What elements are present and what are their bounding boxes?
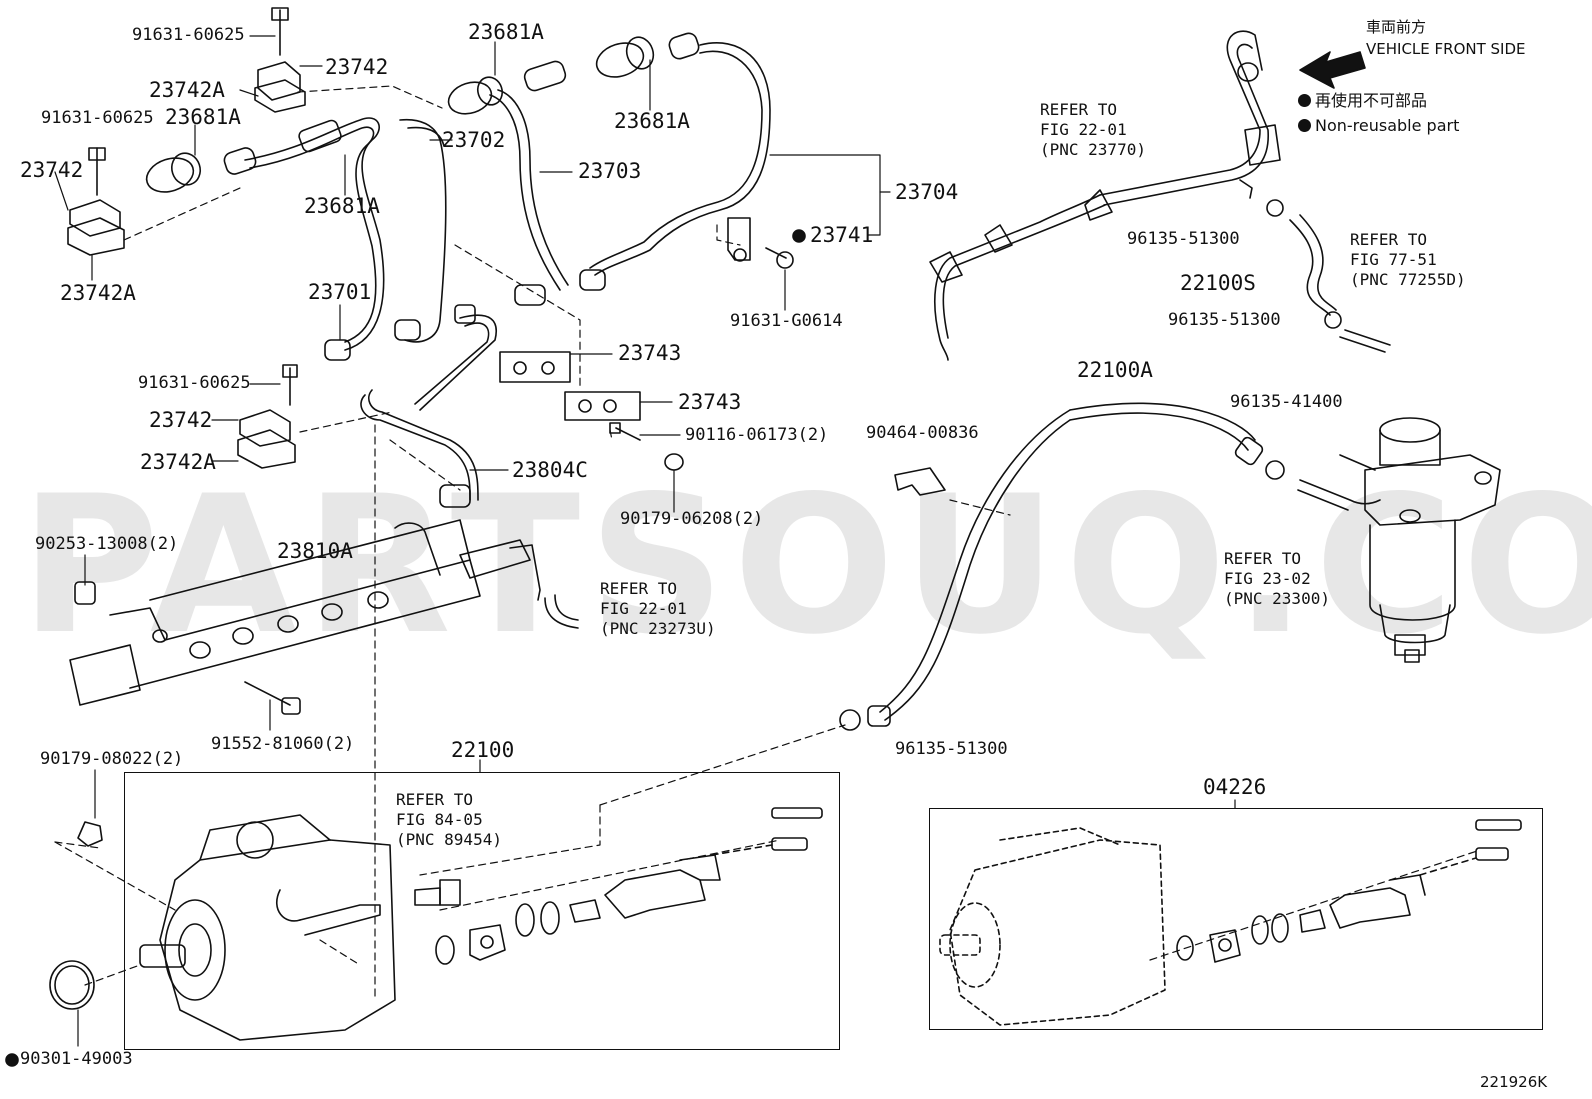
legend: 再使用不可部品 Non-reusable part [1298, 88, 1459, 138]
refer-to-line: REFER TO [1350, 230, 1428, 249]
part-label[interactable]: 23743 [678, 390, 742, 414]
part-label[interactable]: 23704 [895, 180, 959, 204]
injection-pipes [145, 32, 771, 361]
refer-to-fig: FIG 84-05 [396, 810, 483, 829]
refer-to-pnc: (PNC 89454) [396, 830, 502, 849]
refer-to-fig: FIG 77-51 [1350, 250, 1437, 269]
refer-to-line: REFER TO [396, 790, 474, 809]
part-label[interactable]: 96135-51300 [1168, 310, 1281, 330]
part-label[interactable]: 91631-G0614 [730, 311, 843, 331]
refer-to-fig-22-01-b[interactable]: REFER TO FIG 22-01 (PNC 23273U) [600, 579, 716, 639]
part-label[interactable]: 23742A [140, 450, 216, 474]
refer-to-pnc: (PNC 77255D) [1350, 270, 1466, 289]
vehicle-front-jp: 車両前方 [1366, 18, 1427, 36]
part-label[interactable]: 91631-60625 [132, 25, 245, 45]
part-label[interactable]: 90179-08022(2) [40, 749, 184, 769]
part-label[interactable]: 23810A [277, 539, 353, 563]
figure-id: 221926K [1480, 1073, 1548, 1091]
leader-lines [54, 35, 1236, 1047]
non-reusable-dots [5, 229, 806, 1067]
part-label[interactable]: 23742 [149, 408, 213, 432]
fuel-filter [1297, 417, 1501, 663]
part-label[interactable]: 91631-60625 [41, 108, 154, 128]
bullet-icon [1298, 94, 1311, 107]
direction-arrow [1299, 51, 1366, 89]
part-label[interactable]: 96135-41400 [1230, 392, 1343, 412]
group-box-04226 [929, 808, 1543, 1030]
refer-to-fig: FIG 23-02 [1224, 569, 1311, 588]
dashed-lines [54, 85, 1481, 1001]
refer-to-fig-84-05[interactable]: REFER TO FIG 84-05 (PNC 89454) [396, 790, 502, 850]
part-label[interactable]: 23742A [60, 281, 136, 305]
part-label[interactable]: 90116-06173(2) [685, 425, 829, 445]
bullet-icon [1298, 119, 1311, 132]
legend-item: Non-reusable part [1298, 113, 1459, 138]
group-box-22100 [124, 772, 840, 1050]
part-label[interactable]: 23742 [20, 158, 84, 182]
part-label[interactable]: 23742 [325, 55, 389, 79]
part-label[interactable]: 90464-00836 [866, 423, 979, 443]
part-label[interactable]: 90253-13008(2) [35, 534, 179, 554]
part-label[interactable]: 23681A [468, 20, 544, 44]
part-label[interactable]: 22100A [1077, 358, 1153, 382]
part-label[interactable]: 90301-49003 [20, 1049, 133, 1069]
refer-to-pnc: (PNC 23300) [1224, 589, 1330, 608]
fuel-lines [839, 30, 1391, 731]
part-label[interactable]: 23701 [308, 280, 372, 304]
part-label[interactable]: 23742A [149, 78, 225, 102]
part-label[interactable]: 96135-51300 [1127, 229, 1240, 249]
seal-rings [49, 821, 103, 1010]
part-label[interactable]: 22100 [451, 738, 515, 762]
refer-to-pnc: (PNC 23770) [1040, 140, 1146, 159]
part-label[interactable]: 23741 [810, 223, 874, 247]
part-label[interactable]: 90179-06208(2) [620, 509, 764, 529]
refer-to-fig: FIG 22-01 [1040, 120, 1127, 139]
refer-to-line: REFER TO [1224, 549, 1302, 568]
refer-to-pnc: (PNC 23273U) [600, 619, 716, 638]
refer-to-fig-23-02[interactable]: REFER TO FIG 23-02 (PNC 23300) [1224, 549, 1330, 609]
part-label[interactable]: 23681A [165, 105, 241, 129]
part-label[interactable]: 23804C [512, 458, 588, 482]
refer-to-line: REFER TO [600, 579, 678, 598]
legend-text-jp: 再使用不可部品 [1315, 91, 1428, 110]
refer-to-fig: FIG 22-01 [600, 599, 687, 618]
part-label[interactable]: 96135-51300 [895, 739, 1008, 759]
common-rail [69, 304, 946, 715]
supply-pump-22100 [139, 807, 823, 1041]
part-label[interactable]: 04226 [1203, 775, 1267, 799]
vehicle-front-en: VEHICLE FRONT SIDE [1366, 40, 1526, 58]
part-label[interactable]: 23703 [578, 159, 642, 183]
legend-item: 再使用不可部品 [1298, 88, 1459, 113]
part-label[interactable]: 23702 [442, 128, 506, 152]
part-label[interactable]: 91552-81060(2) [211, 734, 355, 754]
part-label[interactable]: 91631-60625 [138, 373, 251, 393]
supply-pump-04226 [939, 819, 1522, 1026]
vehicle-front-label: 車両前方 VEHICLE FRONT SIDE [1366, 16, 1526, 60]
part-label[interactable]: 23681A [304, 194, 380, 218]
part-label[interactable]: 23681A [614, 109, 690, 133]
part-label[interactable]: 23743 [618, 341, 682, 365]
legend-text-en: Non-reusable part [1315, 116, 1460, 135]
refer-to-fig-22-01-a[interactable]: REFER TO FIG 22-01 (PNC 23770) [1040, 100, 1146, 160]
refer-to-fig-77-51[interactable]: REFER TO FIG 77-51 (PNC 77255D) [1350, 230, 1466, 290]
refer-to-line: REFER TO [1040, 100, 1118, 119]
part-label[interactable]: 22100S [1180, 271, 1256, 295]
